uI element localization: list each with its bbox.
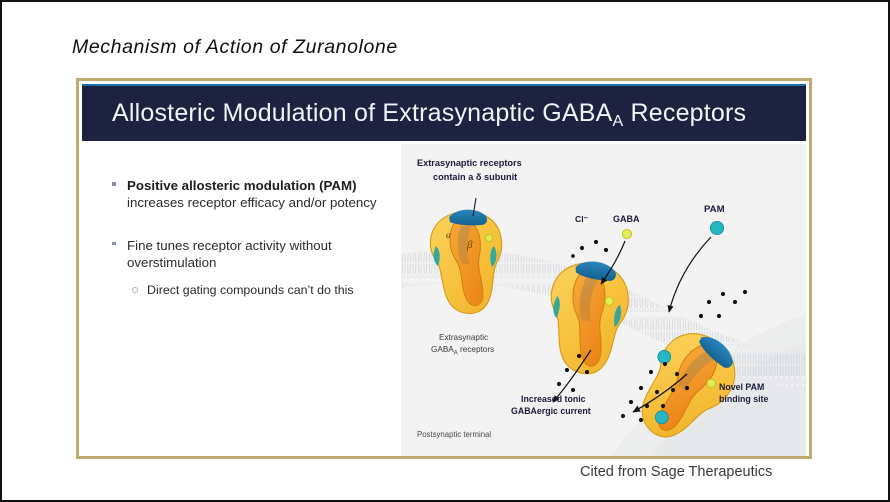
gaba-label: GABA	[613, 214, 640, 224]
bullet-item-1-lead: Positive allosteric modulation (PAM)	[127, 178, 357, 193]
receptor-caption-line1: Extrasynaptic	[439, 333, 488, 342]
delta-subunit	[699, 336, 733, 368]
chloride-arrow-1	[552, 349, 592, 403]
tonic-current-line1: Increased tonic	[521, 394, 586, 404]
receptor-1: α β	[429, 209, 503, 315]
slide-header-bar: Allosteric Modulation of Extrasynaptic G…	[82, 84, 806, 141]
receptor-caption-tail: receptors	[458, 345, 494, 354]
tonic-current-arrow	[632, 373, 688, 413]
bullet-item-2: Fine tunes receptor activity without ove…	[107, 237, 392, 272]
receptor-caption-gaba: GABA	[431, 345, 454, 354]
citation-text: Cited from Sage Therapeutics	[580, 464, 773, 480]
pam-bound-dot	[654, 410, 669, 425]
bullet-item-2-subitem-label: Direct gating compounds can’t do this	[147, 282, 354, 297]
slide-header-title: Allosteric Modulation of Extrasynaptic G…	[82, 99, 747, 130]
slide-body: Allosteric Modulation of Extrasynaptic G…	[79, 81, 809, 456]
page-title: Mechanism of Action of Zuranolone	[72, 36, 398, 58]
slide-header-title-tail: Receptors	[623, 99, 747, 127]
gaba-dot	[621, 228, 633, 240]
delta-note-line1: Extrasynaptic receptors	[417, 158, 522, 168]
receptor-diagram: α β Extrasynaptic receptors contain a δ …	[401, 144, 806, 456]
receptor-caption-line2: GABAA receptors	[431, 345, 494, 356]
gaba-bound-dot	[604, 296, 614, 306]
slide-header-title-subscript: A	[612, 113, 624, 130]
receptor-caption-subscript: A	[454, 350, 458, 356]
pam-label: PAM	[704, 204, 725, 215]
bullet-marker-icon	[112, 241, 116, 246]
slide-frame: Allosteric Modulation of Extrasynaptic G…	[76, 78, 812, 459]
chloride-flow-1	[556, 239, 609, 392]
bullet-item-1-rest: increases receptor efficacy and/or poten…	[127, 195, 377, 211]
delta-note-line2: contain a δ subunit	[433, 172, 517, 182]
pam-dot	[709, 220, 725, 236]
delta-subunit	[449, 209, 488, 226]
bullet-item-2-rest: Fine tunes receptor activity without ove…	[127, 237, 332, 271]
slide-header-title-main: Allosteric Modulation of Extrasynaptic G…	[112, 99, 613, 127]
alpha-label: α	[446, 231, 452, 241]
bullet-spacer	[107, 222, 392, 237]
chloride-label: Cl⁻	[575, 214, 589, 224]
pam-arrow	[667, 236, 712, 313]
sub-bullet-marker-icon	[132, 286, 138, 293]
bullet-list: Positive allosteric modulation (PAM) inc…	[107, 177, 392, 298]
bullet-item-1: Positive allosteric modulation (PAM) inc…	[107, 177, 392, 212]
pam-bound-dot	[657, 349, 672, 364]
bullet-item-2-subitem: Direct gating compounds can’t do this	[131, 282, 392, 298]
bullet-marker-icon	[112, 182, 116, 186]
postsynaptic-label: Postsynaptic terminal	[417, 430, 491, 439]
binding-site-line1: Novel PAM	[719, 382, 764, 392]
beta-label: β	[466, 239, 473, 251]
tonic-current-line2: GABAergic current	[511, 406, 591, 416]
gaba-arrow	[600, 240, 626, 285]
binding-site-line2: binding site	[719, 394, 768, 404]
receptor-3	[641, 333, 736, 438]
receptor-2	[550, 261, 629, 375]
gaba-bound-dot	[706, 378, 716, 388]
